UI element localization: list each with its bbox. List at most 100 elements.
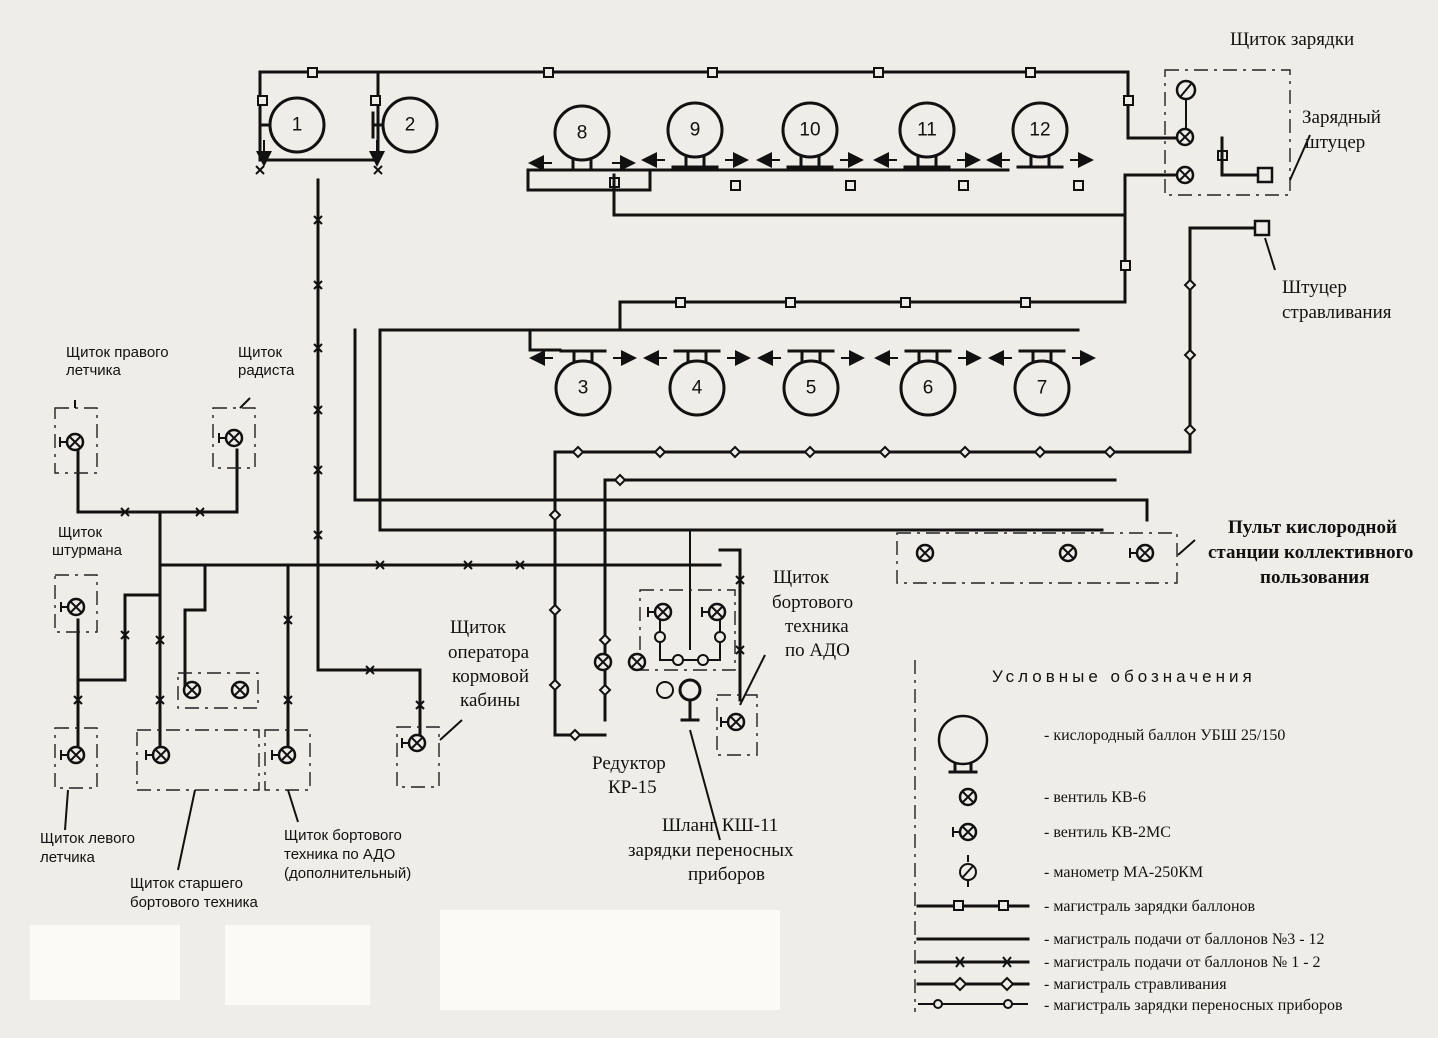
charging-marker (675, 297, 686, 308)
x-marker (735, 575, 745, 585)
x-marker (195, 507, 205, 517)
diamond-marker (1183, 423, 1197, 437)
valve-icon (1175, 127, 1195, 147)
label-charge-fitting-1: Зарядный (1302, 107, 1381, 128)
valve-icon (915, 543, 935, 563)
legend-title: Условные обозначения (992, 667, 1256, 686)
label-bleed-fitting-1: Штуцер (1282, 277, 1347, 298)
cylinder-9: 9 (641, 101, 749, 169)
paper-patch (225, 925, 370, 1005)
charging-marker (370, 95, 381, 106)
diamond-marker (548, 508, 562, 522)
label-navigator-2: штурмана (52, 542, 123, 559)
label-navigator-1: Щиток (58, 524, 102, 541)
label-aft-op-2: оператора (448, 642, 530, 663)
x-marker (313, 215, 323, 225)
valve-icon (59, 432, 85, 452)
cylinder-3: 3 (529, 349, 637, 417)
x-marker (313, 530, 323, 540)
diamond-marker (568, 728, 582, 742)
label-ado-extra-1: Щиток бортового (284, 827, 402, 844)
valve-icon (401, 733, 427, 753)
charging-marker (958, 180, 969, 191)
label-ado-extra-3: (дополнительный) (284, 865, 411, 882)
cylinder-10: 10 (756, 101, 864, 169)
x-marker (155, 695, 165, 705)
diamond-marker (1183, 278, 1197, 292)
bleed-fitting-icon (1253, 219, 1271, 237)
x-marker (515, 560, 525, 570)
cylinder-number: 11 (917, 120, 937, 141)
paper-patch (30, 925, 180, 1000)
charging-marker (845, 180, 856, 191)
charging-marker (1120, 260, 1131, 271)
x-marker (255, 165, 265, 175)
label-right-pilot-1: Щиток правого (66, 344, 169, 361)
charging-marker (307, 67, 318, 78)
label-left-pilot-1: Щиток левого (40, 830, 135, 847)
diamond-marker (803, 445, 817, 459)
cylinder-number: 2 (405, 115, 416, 136)
cylinder-1: 1 (256, 96, 326, 167)
cylinder-number: 12 (1029, 120, 1050, 141)
label-charge-panel: Щиток зарядки (1230, 29, 1354, 50)
legend-item-2: - вентиль КВ-2МС (1044, 824, 1171, 841)
diamond-marker (958, 445, 972, 459)
x-marker (375, 560, 385, 570)
cylinder-7: 7 (988, 349, 1096, 417)
label-radio-2: радиста (238, 362, 295, 379)
charging-marker (1020, 297, 1031, 308)
charging-marker (1123, 95, 1134, 106)
charging-marker (1025, 67, 1036, 78)
labels: Щиток зарядки Зарядный штуцер Штуцер стр… (40, 29, 1413, 911)
label-hose-1: Шланг КШ-11 (662, 815, 778, 836)
legend-item-6: - магистраль подачи от баллонов № 1 - 2 (1044, 954, 1321, 971)
x-marker (283, 695, 293, 705)
legend-item-3: - манометр МА-250КМ (1044, 864, 1203, 881)
valve-icon (720, 712, 746, 732)
bleed-main (548, 226, 1257, 742)
reducer-kr15 (656, 678, 721, 841)
x-marker (373, 165, 383, 175)
label-aft-op-4: кабины (460, 690, 520, 711)
charging-marker (707, 67, 718, 78)
label-reducer-1: Редуктор (592, 753, 666, 774)
diamond-marker (1103, 445, 1117, 459)
x-marker (120, 630, 130, 640)
cylinder-number: 8 (577, 123, 588, 144)
cylinder-8: 8 (528, 104, 636, 172)
legend-item-1: - вентиль КВ-6 (1044, 789, 1146, 806)
diamond-marker (598, 633, 612, 647)
cylinder-number: 6 (923, 378, 934, 399)
label-aft-op-3: кормовой (452, 666, 529, 687)
supply-main-1-2 (73, 165, 745, 757)
cylinder-11: 11 (873, 101, 981, 169)
diamond-marker (1183, 348, 1197, 362)
label-reducer-2: КР-15 (608, 777, 657, 798)
diamond-marker (548, 678, 562, 692)
cylinder-6: 6 (874, 349, 982, 417)
legend: Условные обозначения (914, 660, 1343, 1014)
x-marker (313, 405, 323, 415)
legend-item-4: - магистраль зарядки баллонов (1044, 898, 1256, 915)
valves (59, 127, 1195, 765)
diamond-marker (571, 445, 585, 459)
valve-icon (230, 680, 250, 700)
charge-panel-gauges (1175, 79, 1311, 271)
charging-marker (730, 180, 741, 191)
diamond-marker (653, 445, 667, 459)
label-ado-tech-1: Щиток (773, 567, 830, 588)
x-marker (313, 465, 323, 475)
label-hose-2: зарядки переносных (628, 840, 794, 861)
label-charge-fitting-2: штуцер (1305, 132, 1365, 153)
diamond-marker (878, 445, 892, 459)
label-hose-3: приборов (688, 864, 765, 885)
valve-icon (218, 428, 244, 448)
legend-line-supply-1-2-icon (916, 956, 1030, 968)
legend-valve-kv6-icon (958, 787, 978, 807)
legend-cylinder-icon (937, 714, 989, 766)
label-ado-tech-2: бортового (772, 592, 853, 613)
valve-icon (1129, 543, 1155, 563)
cylinder-number: 7 (1037, 378, 1048, 399)
